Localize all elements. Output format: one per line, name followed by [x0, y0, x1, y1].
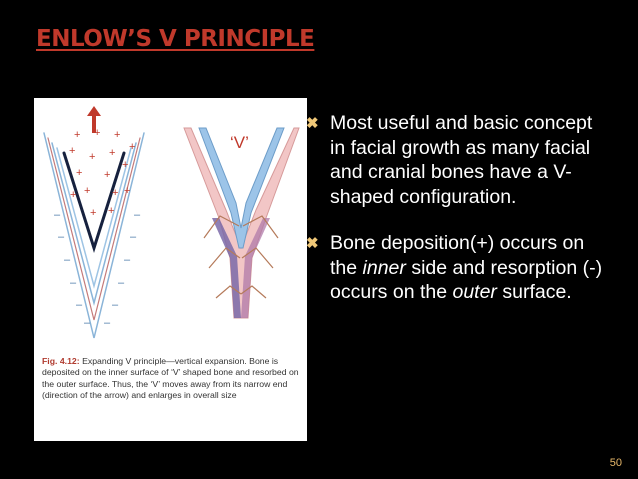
- bullet-item: ✖ Bone deposition(+) occurs on the inner…: [304, 231, 604, 305]
- bullet-text: Most useful and basic concept in facial …: [330, 112, 593, 208]
- nested-v-lines: [43, 132, 145, 339]
- x-bullet-icon: ✖: [306, 235, 319, 252]
- deposition-mark: +: [74, 129, 80, 141]
- deposition-mark: +: [94, 127, 100, 139]
- deposition-mark: +: [112, 187, 118, 199]
- page-number: 50: [609, 457, 622, 469]
- caption-label: Fig. 4.12:: [42, 356, 80, 366]
- deposition-mark: +: [109, 147, 115, 159]
- resorption-mark: –: [70, 277, 77, 289]
- bullet-text-part: side and resorption (-) occurs on the: [330, 256, 603, 304]
- deposition-mark: +: [76, 167, 82, 179]
- resorption-mark: –: [58, 231, 65, 243]
- resorption-mark: –: [130, 231, 137, 243]
- deposition-mark: +: [84, 185, 90, 197]
- deposition-mark: +: [90, 207, 96, 219]
- figure-v-principle: ++++++++++++++++ –––––––––––– ‘V’ Fig. 4…: [34, 98, 307, 441]
- deposition-mark: +: [70, 189, 76, 201]
- v-label: ‘V’: [230, 133, 249, 152]
- resorption-mark: –: [112, 299, 119, 311]
- bullet-emphasis-outer: outer: [452, 281, 497, 303]
- bullet-text-part: surface.: [496, 281, 572, 303]
- bullet-list: ✖ Most useful and basic concept in facia…: [304, 111, 604, 327]
- deposition-mark: +: [69, 145, 75, 157]
- deposition-mark: +: [129, 141, 135, 153]
- bullet-text-part: Bone deposition(+) occurs on the: [330, 232, 585, 279]
- slide-title: ENLOW’S V PRINCIPLE: [36, 26, 315, 52]
- resorption-mark: –: [134, 209, 141, 221]
- x-bullet-icon: ✖: [306, 115, 319, 132]
- deposition-mark: +: [124, 185, 130, 197]
- v-principle-diagram: ++++++++++++++++ –––––––––––– ‘V’: [43, 106, 300, 339]
- bullet-item: ✖ Most useful and basic concept in facia…: [304, 111, 604, 209]
- growth-arrow-icon: [87, 106, 101, 133]
- figure-caption: Fig. 4.12: Expanding V principle—vertica…: [42, 356, 304, 402]
- deposition-mark: +: [114, 129, 120, 141]
- resorption-mark: –: [104, 317, 111, 329]
- deposition-mark: +: [104, 169, 110, 181]
- resorption-mark: –: [76, 299, 83, 311]
- resorption-mark: –: [124, 254, 131, 266]
- deposition-mark: +: [108, 205, 114, 217]
- deposition-marks: ++++++++++++++++: [69, 127, 135, 219]
- deposition-mark: +: [122, 159, 128, 171]
- resorption-mark: –: [54, 209, 61, 221]
- v-bone-illustration: [183, 127, 300, 319]
- resorption-marks: ––––––––––––: [54, 209, 141, 329]
- bullet-emphasis-inner: inner: [362, 256, 406, 279]
- resorption-mark: –: [64, 254, 71, 266]
- resorption-mark: –: [84, 317, 91, 329]
- resorption-mark: –: [118, 277, 125, 289]
- deposition-mark: +: [89, 151, 95, 163]
- caption-text: Expanding V principle—vertical expansion…: [42, 356, 299, 401]
